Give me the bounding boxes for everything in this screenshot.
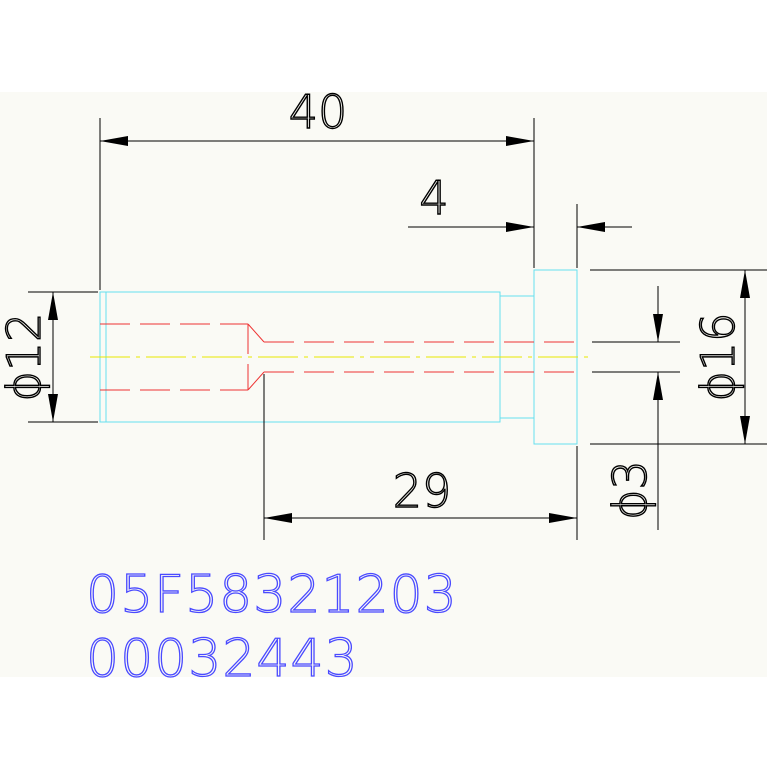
part-code-line-1: 05F58321203 — [86, 565, 458, 625]
arrowhead — [506, 136, 534, 146]
dimension-label: 29 — [393, 464, 452, 518]
dimension-label: 40 — [289, 85, 348, 139]
dimension-diameter-head: ϕ16 — [590, 269, 767, 445]
dimension-head-length: 4 — [408, 170, 632, 268]
arrowhead — [48, 394, 58, 422]
hidden-bore — [100, 323, 577, 391]
dimension-diameter-bore: ϕ3 — [592, 286, 680, 530]
arrowhead — [264, 513, 292, 523]
bore-cone-bottom — [247, 371, 265, 391]
arrowhead — [506, 222, 534, 232]
dimension-label: ϕ12 — [0, 313, 51, 402]
dimension-diameter-shank: ϕ12 — [0, 291, 98, 423]
arrowhead — [48, 292, 58, 320]
arrowhead — [740, 270, 750, 298]
part-code-line-2: 00032443 — [86, 629, 359, 689]
dimension-bore-length: 29 — [263, 374, 578, 540]
drawing-sheet — [0, 92, 767, 677]
arrowhead — [740, 416, 750, 444]
arrowhead — [653, 372, 663, 400]
arrowhead — [577, 222, 605, 232]
dimension-label: ϕ3 — [603, 460, 657, 520]
arrowhead — [549, 513, 577, 523]
arrowhead — [653, 314, 663, 342]
dimension-label: 4 — [419, 171, 448, 225]
bore-cone-top — [247, 323, 265, 343]
arrowhead — [100, 136, 128, 146]
dimension-length-total: 40 — [99, 84, 535, 290]
part-codes: 05F58321203 00032443 — [85, 564, 458, 689]
dimension-label: ϕ16 — [691, 313, 745, 402]
